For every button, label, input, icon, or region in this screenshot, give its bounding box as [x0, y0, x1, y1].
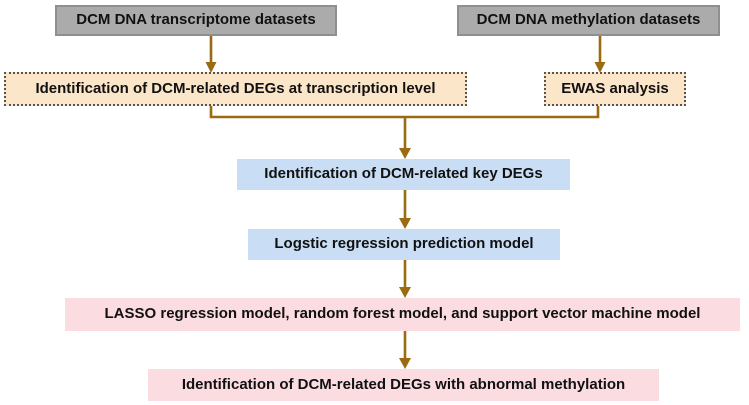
arrowhead-abnormal: [399, 358, 411, 369]
merge-bracket: [209, 106, 600, 119]
node-machine-learning-models: LASSO regression model, random forest mo…: [65, 298, 740, 331]
arrowhead-keydegs: [399, 148, 411, 159]
node-logistic-regression-model: Logstic regression prediction model: [248, 229, 560, 260]
arrowhead-models: [399, 287, 411, 298]
node-transcriptome-datasets: DCM DNA transcriptome datasets: [55, 5, 337, 36]
node-methylation-datasets: DCM DNA methylation datasets: [457, 5, 720, 36]
node-ewas-analysis: EWAS analysis: [544, 72, 686, 106]
node-key-degs: Identification of DCM-related key DEGs: [237, 159, 570, 190]
node-degs-transcription-level: Identification of DCM-related DEGs at tr…: [4, 72, 467, 106]
node-abnormal-methylation-degs: Identification of DCM-related DEGs with …: [148, 369, 659, 401]
arrowhead-logistic: [399, 218, 411, 229]
